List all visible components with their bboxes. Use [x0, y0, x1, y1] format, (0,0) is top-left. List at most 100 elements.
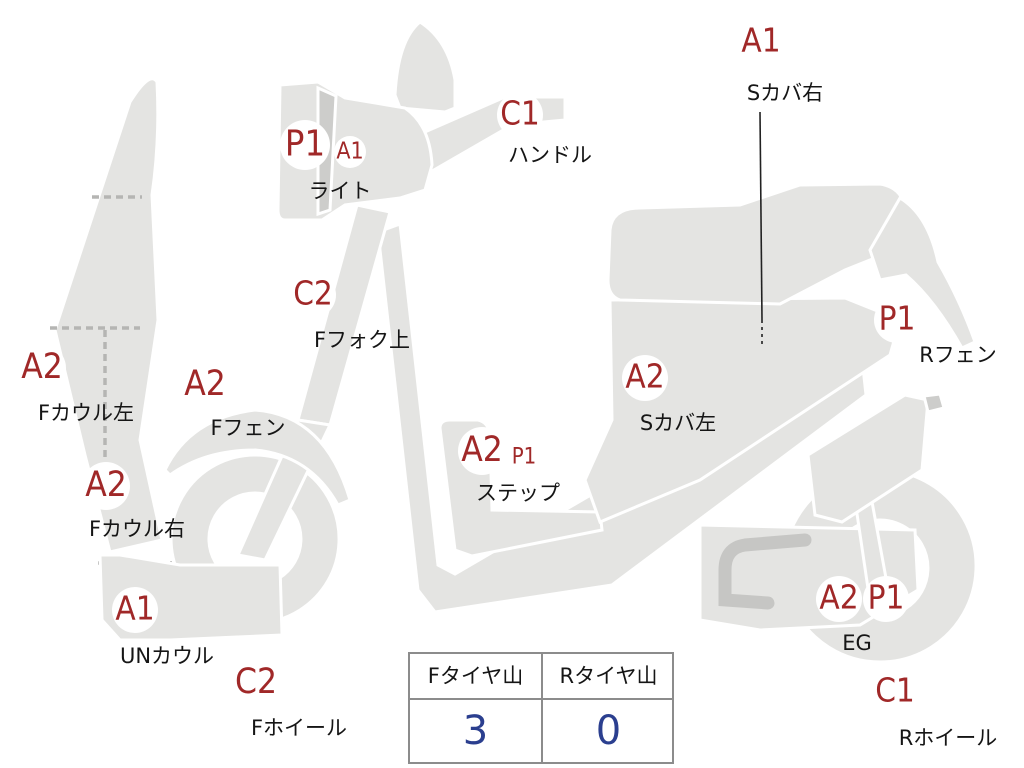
rear-tire-value: 0 — [595, 708, 622, 754]
front-tire-value: 3 — [462, 708, 489, 754]
s-cover-right-leader — [759, 111, 763, 321]
grade-badge-text: P1 — [512, 444, 537, 469]
grade-badge: C1 — [872, 669, 918, 715]
grade-badge-text: C2 — [293, 274, 333, 313]
grade-badge: A2 — [458, 427, 506, 475]
front-fender-shape — [163, 408, 352, 507]
part-annotation-handle: C1 ハンドル — [497, 92, 592, 167]
grade-badge: C2 — [232, 659, 280, 707]
grade-badge-text: A2 — [819, 578, 858, 617]
grade-badge-text: C1 — [875, 671, 915, 710]
rear-fender-shape — [868, 195, 977, 350]
part-label: Sカバ右 — [747, 81, 823, 105]
part-label: Sカバ左 — [640, 411, 716, 435]
grade-badge-text: P1 — [868, 578, 905, 617]
front-cowl-shape — [53, 77, 164, 554]
grade-badge-text: A2 — [21, 347, 63, 387]
part-label: ライト — [309, 179, 372, 203]
grade-badge-circle — [290, 272, 336, 318]
grade-badge: A1 — [738, 19, 784, 65]
grade-badge: P1 — [874, 297, 920, 343]
cowl-seam-mid — [50, 326, 140, 460]
grade-badge-circle — [458, 427, 506, 475]
part-label: Fカウル右 — [89, 517, 185, 541]
grade-badge-text: A1 — [336, 139, 363, 165]
grade-badge-circle — [497, 92, 543, 138]
grade-badge: A2 — [82, 462, 130, 510]
mirror-shape — [393, 20, 457, 114]
part-label: EG — [842, 631, 872, 655]
grade-badge-text: P1 — [285, 124, 325, 165]
grade-badge-text: A2 — [625, 357, 664, 396]
front-tire-header: Fタイヤ山 — [410, 654, 541, 700]
grade-badge-circle — [334, 136, 366, 168]
grade-badge: P1 — [280, 120, 330, 170]
grade-badge-text: C1 — [500, 94, 540, 133]
grade-badge-circle — [622, 355, 668, 401]
grade-badge-text: A2 — [85, 465, 127, 505]
rear-tire-header: Rタイヤ山 — [543, 654, 674, 700]
engine-shape — [806, 393, 930, 524]
part-label: Fカウル左 — [38, 401, 134, 425]
grade-badge: P1 — [509, 442, 539, 472]
grade-badge-circle — [232, 659, 280, 707]
grade-badge-circle — [863, 576, 909, 622]
grade-badge-circle — [82, 462, 130, 510]
part-annotation-step: A2 P1 ステップ — [458, 427, 560, 505]
grade-badge: C1 — [497, 92, 543, 138]
grade-badge: A2 — [18, 344, 66, 392]
grade-badge-text: A2 — [184, 364, 226, 404]
part-label: Fフォク上 — [314, 328, 410, 352]
grade-badge: A2 — [181, 361, 229, 409]
grade-badge: C2 — [290, 272, 336, 318]
grade-badge: A1 — [112, 587, 158, 633]
grade-badge-circle — [18, 344, 66, 392]
grade-badge: A2 — [622, 355, 668, 401]
grade-badge-circle — [874, 297, 920, 343]
exhaust-pipe — [718, 533, 812, 610]
part-label: UNカウル — [120, 644, 214, 668]
grade-badge-circle — [280, 120, 330, 170]
grade-badge-text: A2 — [461, 430, 503, 470]
part-annotation-light: P1 A1 ライト — [280, 120, 372, 203]
part-label: ハンドル — [508, 143, 592, 167]
tire-tread-table: Fタイヤ山 3 Rタイヤ山 0 — [408, 652, 674, 764]
part-label: Rフェン — [919, 343, 997, 367]
grade-badge: P1 — [863, 576, 909, 622]
grade-badge-circle — [181, 361, 229, 409]
part-label: Fフェン — [210, 416, 285, 440]
grade-badge-text: C2 — [235, 662, 277, 702]
grade-badge-text: P1 — [879, 299, 916, 338]
scooter-silhouette — [50, 20, 978, 664]
grade-badge-circle — [738, 19, 784, 65]
front-tire-column: Fタイヤ山 3 — [410, 654, 543, 762]
part-label: Fホイール — [251, 716, 347, 740]
grade-badge-circle — [509, 442, 539, 472]
grade-badge-circle — [816, 576, 862, 622]
grade-badge-circle — [872, 669, 918, 715]
part-label: ステップ — [476, 481, 560, 505]
seat-shape — [606, 182, 908, 306]
rear-tire-column: Rタイヤ山 0 — [543, 654, 674, 762]
engine-cap — [922, 392, 946, 414]
grade-badge: A1 — [334, 136, 366, 168]
grade-badge: A2 — [816, 576, 862, 622]
grade-badge-text: A1 — [115, 589, 154, 628]
grade-badge-circle — [112, 587, 158, 633]
side-cover-shape — [583, 296, 902, 524]
grade-badge-text: A1 — [741, 21, 780, 60]
part-label: Rホイール — [899, 726, 998, 750]
